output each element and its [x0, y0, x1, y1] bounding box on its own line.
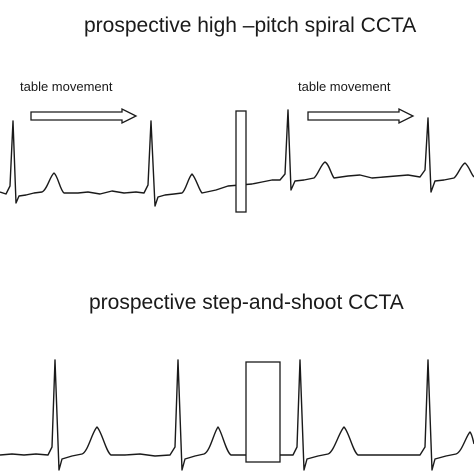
ecg-trace-spiral	[0, 109, 474, 207]
spiral-ccta-title: prospective high –pitch spiral CCTA	[84, 14, 417, 37]
acquisition-window-spiral	[235, 110, 247, 213]
table-movement-arrow-left	[30, 107, 138, 125]
step-shoot-ccta-title: prospective step-and-shoot CCTA	[89, 291, 404, 314]
acquisition-window-step-shoot	[245, 361, 281, 463]
ecg-trace-step-shoot	[0, 359, 474, 471]
table-movement-arrow-right	[307, 107, 415, 125]
table-movement-label-right: table movement	[298, 79, 391, 94]
table-movement-label-left: table movement	[20, 79, 113, 94]
